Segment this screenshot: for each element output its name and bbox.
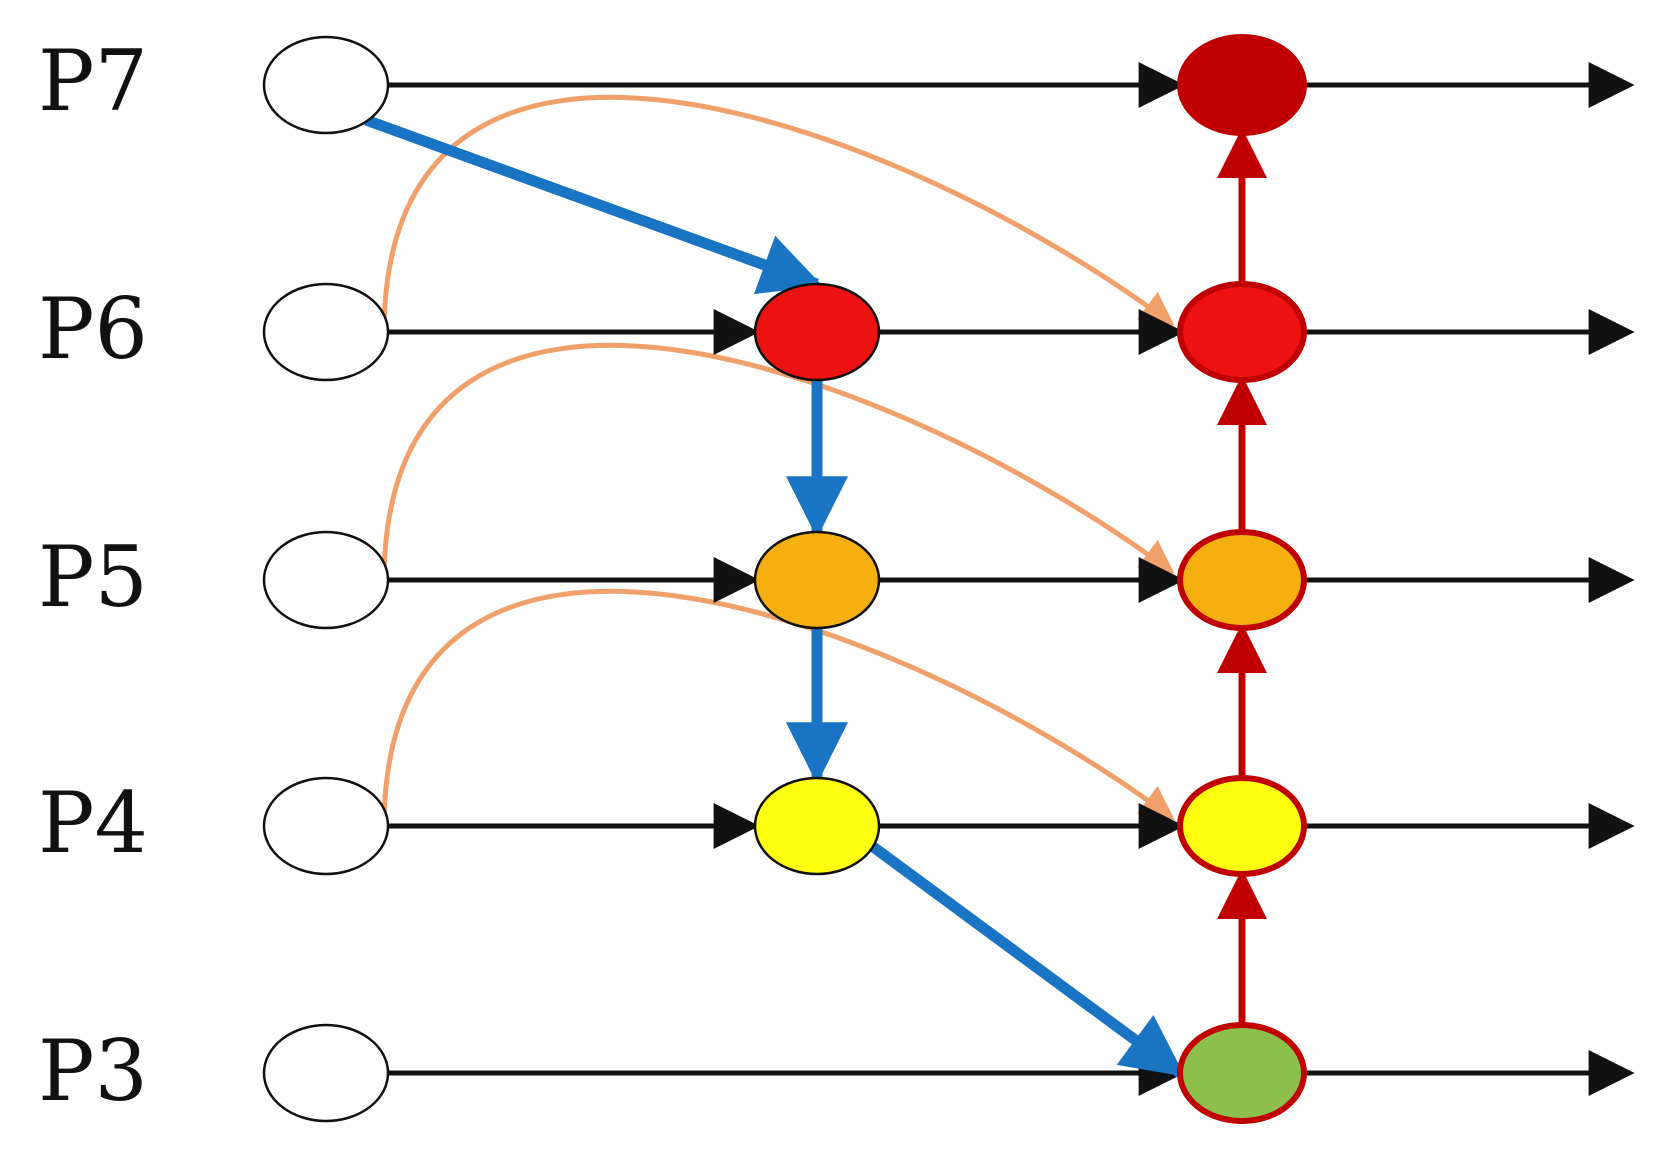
node-in-p4 [262, 776, 390, 876]
level-label-p6: P6 [38, 280, 148, 378]
nodes-layer [262, 34, 1307, 1124]
edge-top-down-in-p7-td-p6 [364, 114, 823, 295]
node-td-p6 [753, 282, 881, 382]
node-out-p4 [1177, 775, 1307, 877]
level-label-p5: P5 [38, 528, 148, 626]
node-in-p3 [262, 1023, 390, 1123]
level-label-p3: P3 [38, 1022, 148, 1120]
edge-skip-in-p6-out-p6 [381, 94, 1175, 333]
edge-skip-in-p4-out-p4 [381, 588, 1175, 827]
node-td-p4 [753, 776, 881, 876]
edge-top-down-td-p4-out-p3 [868, 841, 1185, 1078]
level-label-p7: P7 [38, 32, 148, 130]
node-out-p6 [1177, 281, 1307, 383]
edges-layer [364, 62, 1635, 1096]
node-out-p5 [1177, 529, 1307, 631]
node-out-p3 [1177, 1022, 1307, 1124]
node-in-p7 [262, 35, 390, 135]
edge-skip-in-p5-out-p5 [381, 342, 1175, 581]
node-td-p5 [753, 530, 881, 630]
node-in-p6 [262, 282, 390, 382]
level-label-p4: P4 [38, 774, 148, 872]
node-in-p5 [262, 530, 390, 630]
node-out-p7 [1177, 34, 1307, 136]
